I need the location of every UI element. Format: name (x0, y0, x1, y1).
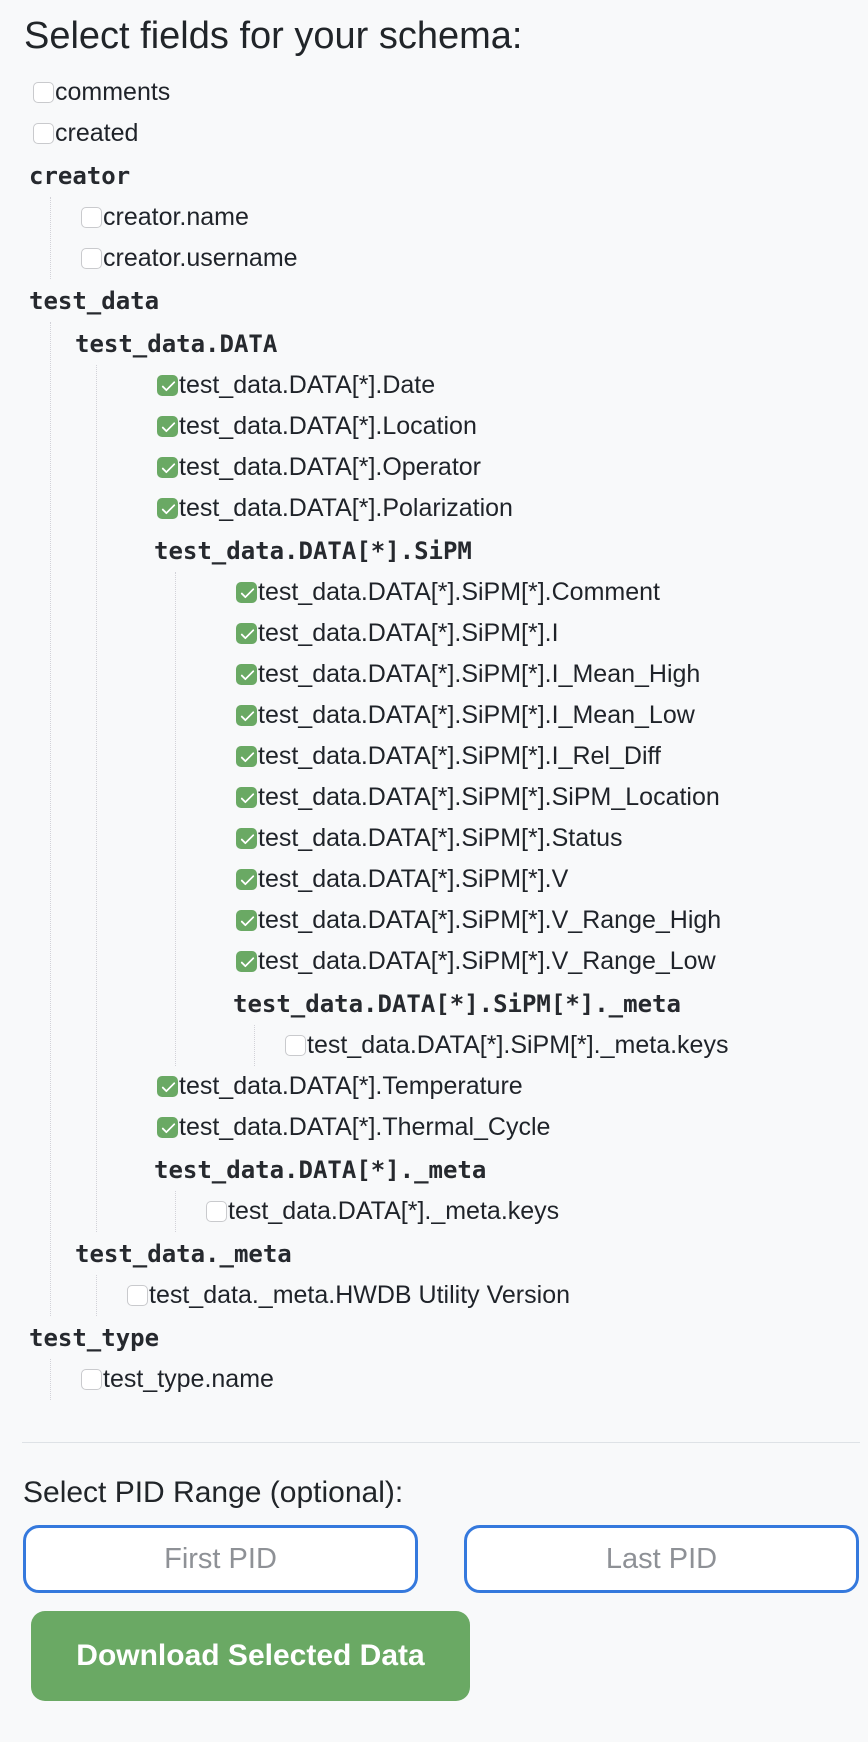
checkbox-unchecked-icon[interactable] (33, 82, 54, 103)
checkbox-checked-icon[interactable] (236, 910, 257, 931)
group-label: test_data.DATA[*].SiPM (154, 536, 472, 565)
field-label: test_data.DATA[*].SiPM[*].I_Mean_High (258, 660, 701, 688)
schema-field-tree: comments created creator creator.name creato… (0, 72, 868, 1400)
field-label: test_data.DATA[*].Temperature (179, 1072, 523, 1100)
field-row: test_data.DATA[*].SiPM[*].I (176, 613, 868, 654)
checkbox-checked-icon[interactable] (236, 664, 257, 685)
checkbox-checked-icon[interactable] (236, 746, 257, 767)
checkbox-checked-icon[interactable] (157, 1117, 178, 1138)
checkbox-checked-icon[interactable] (236, 951, 257, 972)
group-label: test_type (29, 1323, 160, 1352)
field-row: test_data.DATA[*].Temperature (97, 1066, 868, 1107)
field-row: test_data.DATA[*].Thermal_Cycle (97, 1107, 868, 1148)
section-divider (22, 1442, 860, 1443)
field-label: test_data.DATA[*].Location (179, 412, 477, 440)
field-row: test_data.DATA[*].Polarization (97, 488, 868, 529)
group-label: test_data (29, 286, 160, 315)
field-row: test_data.DATA[*].SiPM[*].I_Rel_Diff (176, 736, 868, 777)
checkbox-unchecked-icon[interactable] (206, 1201, 227, 1222)
pid-range-row (0, 1510, 868, 1593)
field-label: test_data.DATA[*].SiPM[*].I_Rel_Diff (258, 742, 661, 770)
checkbox-unchecked-icon[interactable] (81, 1369, 102, 1390)
field-row: test_type.name (51, 1359, 868, 1400)
field-row: test_data.DATA[*]._meta.keys (176, 1191, 868, 1232)
field-label: test_data._meta.HWDB Utility Version (149, 1281, 570, 1309)
field-label: test_data.DATA[*].SiPM[*]._meta.keys (307, 1031, 729, 1059)
field-row: test_data.DATA[*].SiPM[*].V (176, 859, 868, 900)
group-label: test_data.DATA (75, 329, 278, 358)
field-label: test_data.DATA[*].SiPM[*].Status (258, 824, 623, 852)
field-row: test_data._meta.HWDB Utility Version (97, 1275, 868, 1316)
group-label: test_data._meta (75, 1239, 292, 1268)
field-label: test_data.DATA[*].Date (179, 371, 436, 399)
field-row: test_data.DATA[*].SiPM[*].V_Range_High (176, 900, 868, 941)
field-row: test_data.DATA[*].SiPM[*].I_Mean_Low (176, 695, 868, 736)
field-row: test_data.DATA[*].SiPM[*].Status (176, 818, 868, 859)
checkbox-checked-icon[interactable] (157, 416, 178, 437)
first-pid-input[interactable] (23, 1525, 418, 1593)
field-row: created (29, 113, 868, 154)
checkbox-unchecked-icon[interactable] (127, 1285, 148, 1306)
field-row: creator.username (51, 238, 868, 279)
checkbox-checked-icon[interactable] (236, 828, 257, 849)
field-label: creator.username (103, 244, 298, 272)
page-title: Select fields for your schema: (24, 15, 523, 57)
checkbox-unchecked-icon[interactable] (81, 207, 102, 228)
checkbox-checked-icon[interactable] (236, 869, 257, 890)
field-row: creator.name (51, 197, 868, 238)
field-row: comments (29, 72, 868, 113)
field-label: test_type.name (103, 1365, 274, 1393)
checkbox-checked-icon[interactable] (157, 1076, 178, 1097)
field-label: test_data.DATA[*].SiPM[*].V_Range_Low (258, 947, 716, 975)
field-label: created (55, 119, 139, 147)
field-label: test_data.DATA[*].Thermal_Cycle (179, 1113, 551, 1141)
checkbox-checked-icon[interactable] (157, 498, 178, 519)
field-row: test_data.DATA[*].SiPM[*]._meta.keys (255, 1025, 868, 1066)
checkbox-checked-icon[interactable] (236, 623, 257, 644)
field-label: test_data.DATA[*].SiPM[*].V_Range_High (258, 906, 722, 934)
field-label: test_data.DATA[*].SiPM[*].Comment (258, 578, 660, 606)
checkbox-checked-icon[interactable] (157, 457, 178, 478)
field-label: test_data.DATA[*].SiPM[*].V (258, 865, 569, 893)
checkbox-unchecked-icon[interactable] (33, 123, 54, 144)
pid-range-label: Select PID Range (optional): (23, 1476, 404, 1509)
field-label: creator.name (103, 203, 249, 231)
field-row: test_data.DATA[*].SiPM[*].V_Range_Low (176, 941, 868, 982)
checkbox-unchecked-icon[interactable] (81, 248, 102, 269)
field-label: test_data.DATA[*].SiPM[*].I (258, 619, 559, 647)
group-label: creator (29, 161, 131, 190)
checkbox-unchecked-icon[interactable] (285, 1035, 306, 1056)
field-label: test_data.DATA[*].SiPM[*].I_Mean_Low (258, 701, 695, 729)
field-row: test_data.DATA[*].Operator (97, 447, 868, 488)
field-label: test_data.DATA[*].Polarization (179, 494, 513, 522)
field-row: test_data.DATA[*].Date (97, 365, 868, 406)
group-label: test_data.DATA[*].SiPM[*]._meta (233, 989, 681, 1018)
field-row: test_data.DATA[*].SiPM[*].I_Mean_High (176, 654, 868, 695)
last-pid-input[interactable] (464, 1525, 859, 1593)
checkbox-checked-icon[interactable] (157, 375, 178, 396)
checkbox-checked-icon[interactable] (236, 582, 257, 603)
field-row: test_data.DATA[*].SiPM[*].Comment (176, 572, 868, 613)
download-selected-data-button[interactable]: Download Selected Data (31, 1611, 470, 1701)
checkbox-checked-icon[interactable] (236, 705, 257, 726)
field-label: test_data.DATA[*].SiPM[*].SiPM_Location (258, 783, 720, 811)
field-label: test_data.DATA[*].Operator (179, 453, 481, 481)
field-label: comments (55, 78, 171, 106)
checkbox-checked-icon[interactable] (236, 787, 257, 808)
field-row: test_data.DATA[*].SiPM[*].SiPM_Location (176, 777, 868, 818)
field-row: test_data.DATA[*].Location (97, 406, 868, 447)
group-label: test_data.DATA[*]._meta (154, 1155, 487, 1184)
field-label: test_data.DATA[*]._meta.keys (228, 1197, 560, 1225)
